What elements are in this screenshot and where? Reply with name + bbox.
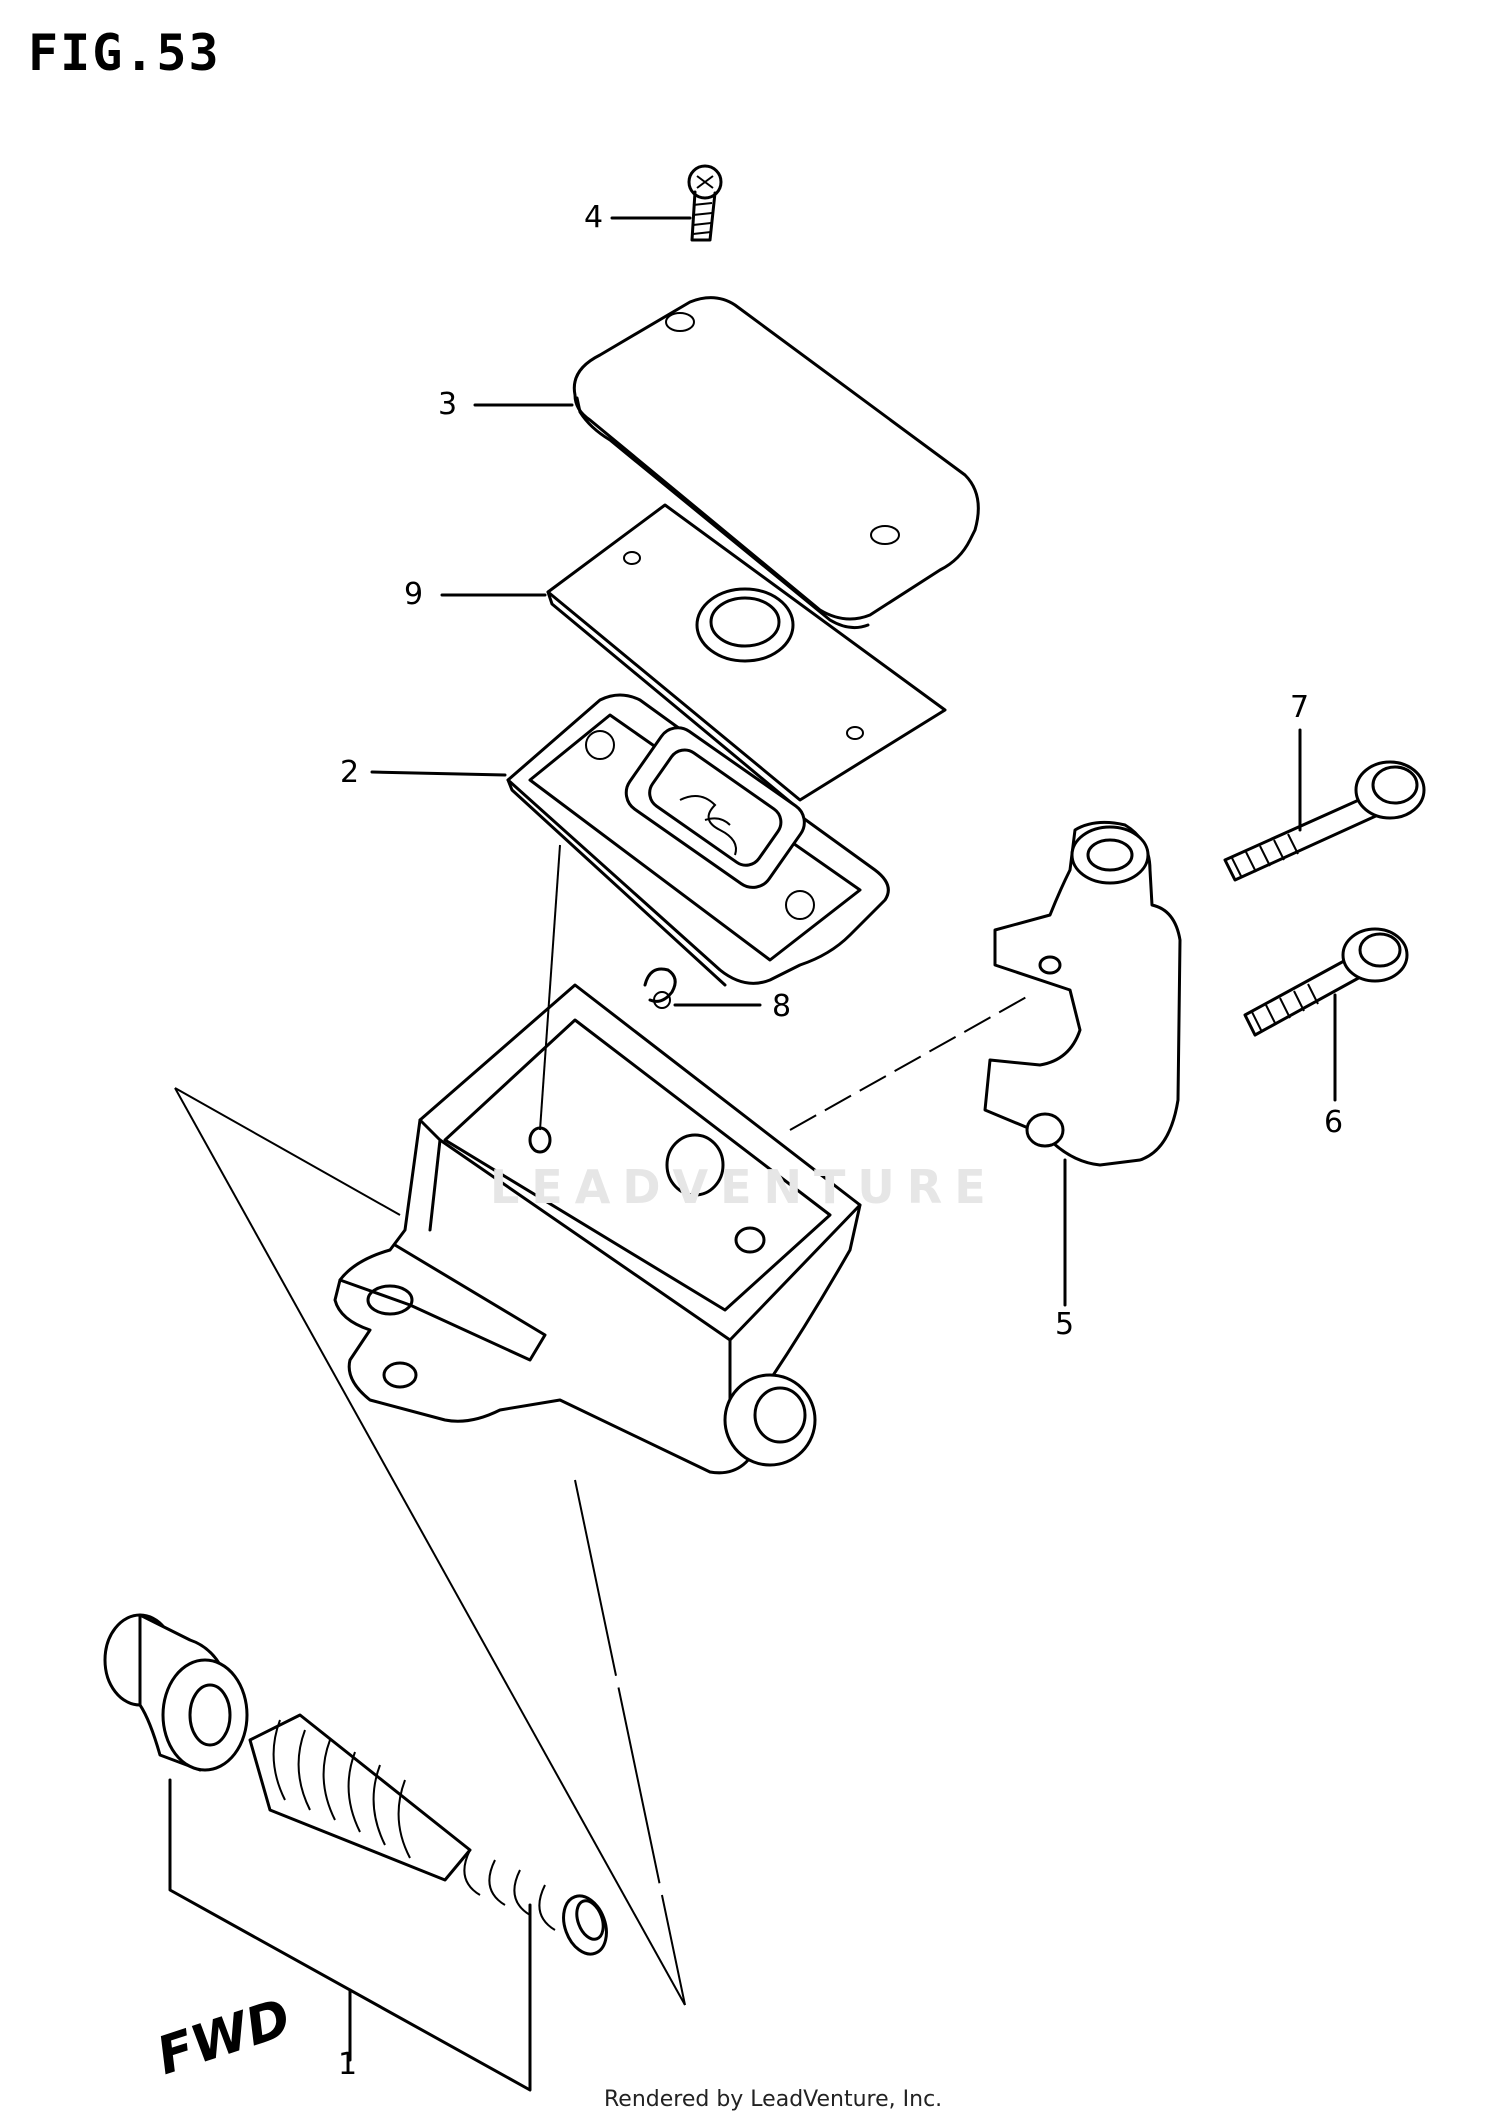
part-2-diaphragm-gasket[interactable] xyxy=(506,693,890,987)
master-cylinder-body[interactable] xyxy=(333,983,862,1475)
callout-3[interactable]: 3 xyxy=(438,387,458,422)
callout-2[interactable]: 2 xyxy=(340,755,360,790)
callout-8[interactable]: 8 xyxy=(772,989,792,1024)
part-5-clamp[interactable] xyxy=(983,820,1182,1307)
callout-leaders xyxy=(370,216,692,777)
figure-title: FIG.53 xyxy=(28,24,221,82)
render-credit: Rendered by LeadVenture, Inc. xyxy=(604,2087,943,2112)
part-7-long-bolt[interactable] xyxy=(1223,728,1426,882)
callout-7[interactable]: 7 xyxy=(1290,690,1310,725)
part-8-clip[interactable] xyxy=(643,967,762,1009)
callout-5[interactable]: 5 xyxy=(1055,1307,1075,1342)
callout-1[interactable]: 1 xyxy=(338,2047,358,2082)
part-9-diaphragm-plate[interactable] xyxy=(546,503,947,812)
part-1-piston-kit[interactable] xyxy=(103,1613,614,2092)
callout-9[interactable]: 9 xyxy=(404,577,424,612)
watermark: LEADVENTURE xyxy=(490,1160,998,1214)
part-4-screw[interactable] xyxy=(687,164,723,242)
assembly-guide-lines xyxy=(174,844,1031,2006)
callout-6[interactable]: 6 xyxy=(1324,1105,1344,1140)
callout-4[interactable]: 4 xyxy=(584,200,604,235)
part-6-short-bolt[interactable] xyxy=(1243,927,1409,1102)
part-3-reservoir-cap[interactable] xyxy=(572,296,980,630)
